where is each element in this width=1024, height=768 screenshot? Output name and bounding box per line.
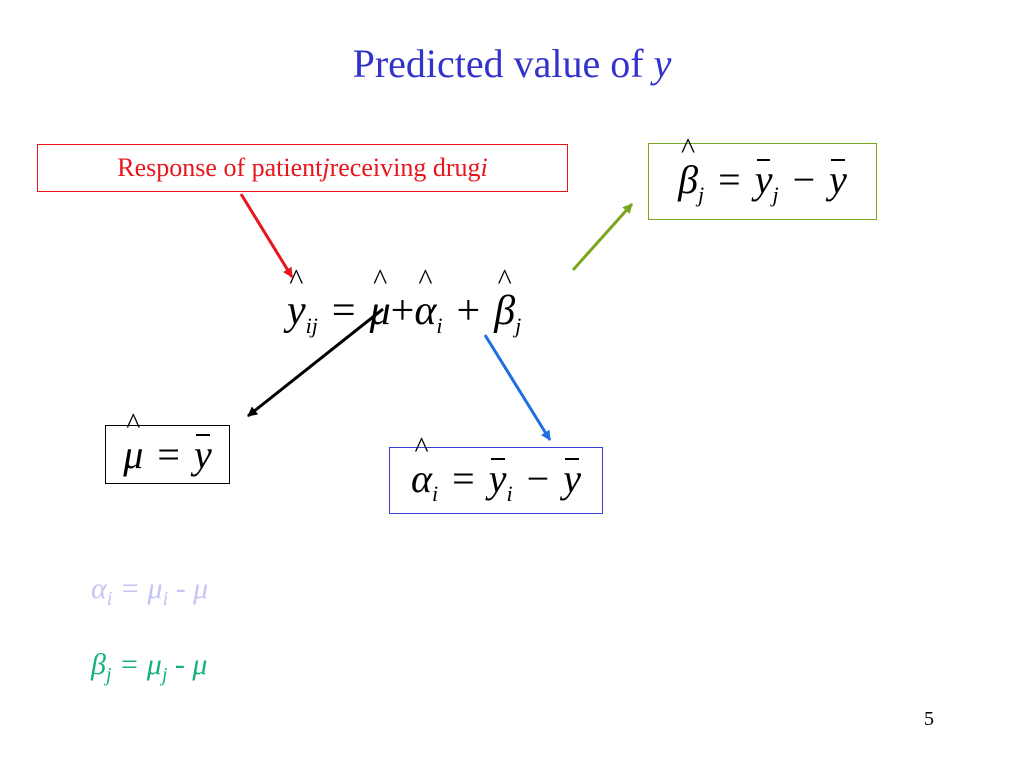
- minus-sign: −: [526, 455, 550, 501]
- note-var-i: i: [480, 153, 488, 182]
- alpha-lhs: α: [91, 572, 107, 605]
- arrow-note-to-yhat: [239, 193, 294, 278]
- equals-sign: =: [331, 288, 356, 334]
- arrow-to-alpha-box: [483, 334, 552, 441]
- equals-sign: =: [452, 455, 475, 501]
- sub-j: j: [698, 181, 705, 207]
- sub-j: j: [515, 313, 522, 338]
- y-bar-j: y: [754, 156, 773, 202]
- note-text-1: Response of patient: [117, 153, 323, 182]
- y-bar: y: [829, 156, 847, 202]
- alpha-rhs: - μ: [168, 572, 209, 605]
- note-var-j: j: [322, 153, 330, 182]
- beta-mid: = μ: [111, 648, 162, 681]
- page-number: 5: [924, 708, 934, 730]
- y-hat: y: [287, 287, 306, 335]
- alpha-hat: α: [411, 455, 432, 502]
- note-text-2: receiving drug: [329, 153, 481, 182]
- equals-sign: =: [718, 156, 741, 202]
- beta-sub2: j: [161, 664, 168, 686]
- alpha-definition: αi = μi - μ: [91, 572, 208, 611]
- mu-hat-formula: μ = y: [123, 431, 211, 478]
- mu-hat-formula-box: μ = y: [105, 425, 230, 484]
- sub-i: i: [506, 480, 513, 506]
- alpha-hat-formula-box: αi=yi−y: [389, 447, 603, 514]
- mu-hat: μ: [123, 431, 143, 478]
- beta-definition: βj = μj - μ: [91, 648, 207, 687]
- beta-hat: β: [494, 287, 515, 335]
- beta-hat-formula-box: βj=yj−y: [648, 143, 877, 220]
- sub-i: i: [432, 480, 439, 506]
- y-bar: y: [563, 455, 581, 501]
- arrow-to-mu-box: [247, 307, 384, 418]
- beta-hat: β: [678, 156, 698, 203]
- beta-lhs: β: [91, 648, 106, 681]
- title-var: y: [653, 41, 672, 86]
- page-title: Predicted value of y: [0, 40, 1024, 87]
- alpha-sub: i: [106, 588, 113, 610]
- alpha-hat: α: [414, 287, 436, 335]
- beta-rhs: - μ: [167, 648, 208, 681]
- equals-sign: =: [157, 432, 180, 477]
- alpha-sub2: i: [162, 588, 169, 610]
- y-bar: y: [193, 432, 212, 477]
- sub-ij: ij: [305, 313, 318, 338]
- plus-sign: +: [390, 288, 415, 334]
- minus-sign: −: [792, 156, 816, 202]
- sub-i: i: [436, 313, 443, 338]
- y-bar-i: y: [488, 455, 507, 501]
- alpha-mid: = μ: [112, 572, 163, 605]
- beta-hat-formula: βj=yj−y: [678, 156, 847, 208]
- title-text: Predicted value of: [352, 41, 654, 86]
- sub-j: j: [772, 181, 779, 207]
- arrow-to-beta-box: [571, 203, 634, 271]
- response-note-box: Response of patient j receiving drug i: [37, 144, 568, 192]
- alpha-hat-formula: αi=yi−y: [411, 455, 581, 507]
- plus-sign: +: [456, 288, 481, 334]
- beta-sub: j: [105, 664, 112, 686]
